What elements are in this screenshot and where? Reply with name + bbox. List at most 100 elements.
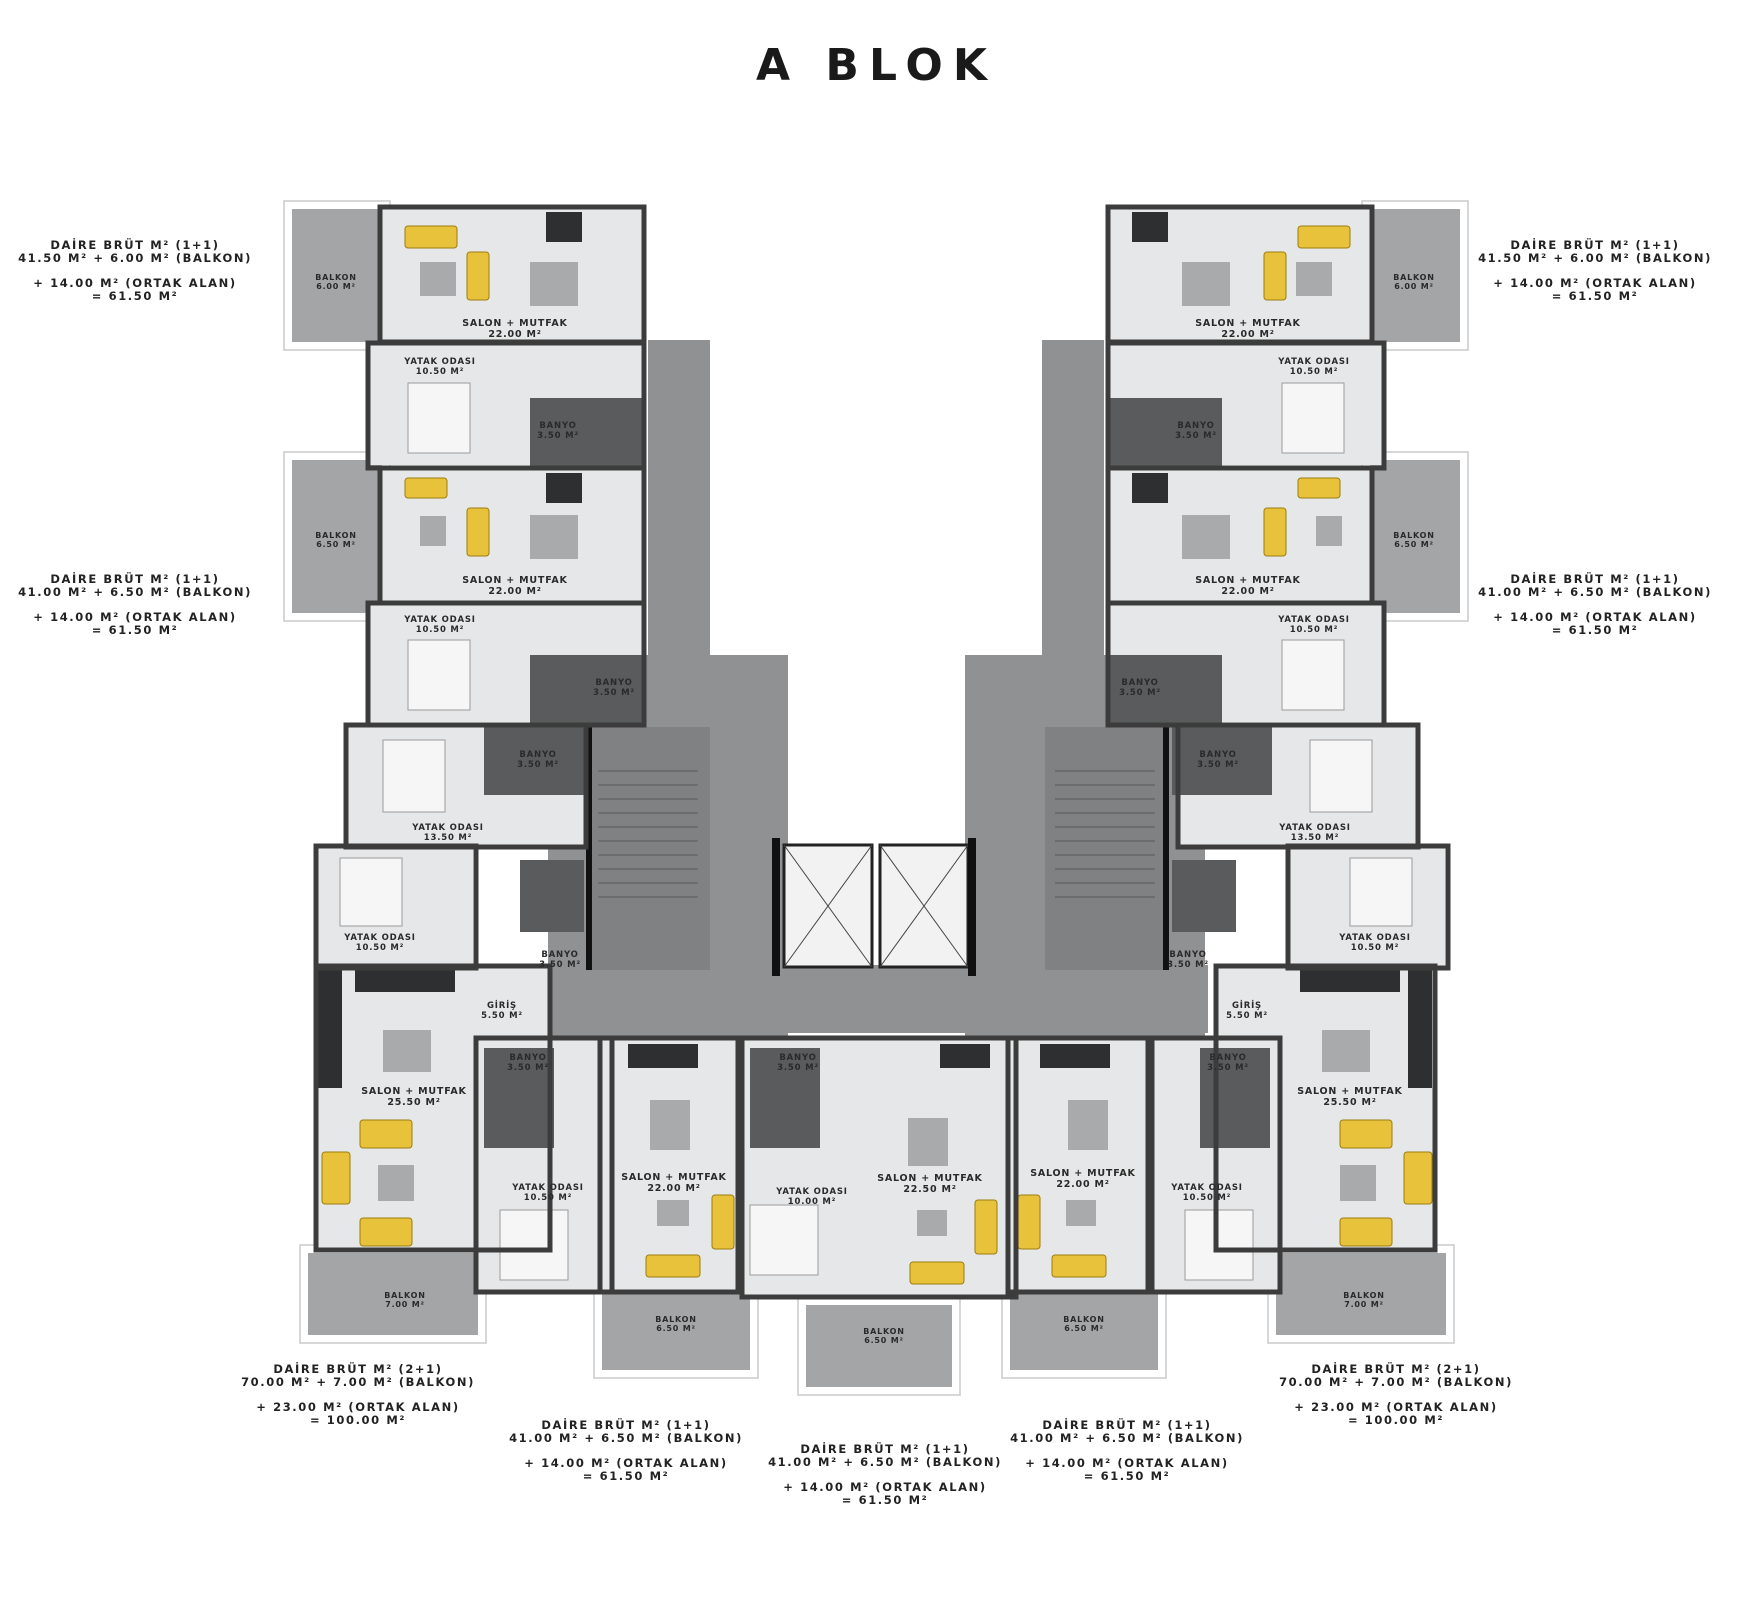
- unit-info-u6: DAİRE BRÜT M² (1+1) 41.00 M² + 6.50 M² (…: [476, 1419, 776, 1483]
- table: [1296, 262, 1332, 296]
- room-name: YATAK ODASI: [511, 1183, 583, 1193]
- sofa: [359, 1217, 413, 1247]
- kitchen-counter: [355, 968, 455, 992]
- room-area: 6.50 M²: [1064, 1324, 1104, 1333]
- room-name: BALKON: [1063, 1315, 1105, 1324]
- room-name: BANYO: [539, 421, 576, 431]
- stairwell: [1045, 727, 1167, 970]
- unit-area: 70.00 M² + 7.00 M² (BALKON): [241, 1375, 475, 1389]
- unit-common-area: + 14.00 M² (ORTAK ALAN): [783, 1480, 987, 1494]
- room-name: BANYO: [1169, 950, 1206, 960]
- bed: [499, 1209, 569, 1281]
- rooms: [318, 209, 1445, 1295]
- room-name: SALON + MUTFAK: [1195, 575, 1300, 586]
- sofa: [1263, 251, 1287, 301]
- sofa: [711, 1194, 735, 1250]
- bathroom-floor: [484, 1048, 554, 1148]
- stair-step: [1055, 896, 1155, 898]
- stair-step: [598, 854, 698, 856]
- room-name: BALKON: [315, 273, 357, 282]
- unit-common-area: + 14.00 M² (ORTAK ALAN): [33, 276, 237, 290]
- stairwell: [588, 727, 710, 970]
- kitchen-counter: [1132, 212, 1168, 242]
- bathroom-floor: [1110, 398, 1222, 468]
- unit-area: 41.00 M² + 6.50 M² (BALKON): [1478, 585, 1712, 599]
- room-name: BALKON: [1343, 1291, 1385, 1300]
- corridor-floor: [548, 965, 1208, 1033]
- stair-step: [598, 840, 698, 842]
- bathroom-floor: [530, 398, 642, 468]
- room-area: 10.50 M²: [1351, 943, 1399, 953]
- bed: [407, 639, 471, 711]
- room-area: 22.00 M²: [1056, 1179, 1109, 1190]
- room-name: YATAK ODASI: [1338, 933, 1410, 943]
- balcony-floor: [308, 1253, 478, 1335]
- stair-step: [1055, 784, 1155, 786]
- wall: [1145, 1035, 1283, 1295]
- bathroom-floor: [750, 1048, 820, 1148]
- stair-step: [1055, 868, 1155, 870]
- kitchen-counter: [940, 1044, 990, 1068]
- room-area: 3.50 M²: [1207, 1063, 1249, 1073]
- unit-total: = 100.00 M²: [309, 1413, 407, 1427]
- sofa: [404, 225, 458, 249]
- unit-info-u1: DAİRE BRÜT M² (1+1) 41.50 M² + 6.00 M² (…: [0, 239, 285, 303]
- unit-type: DAİRE BRÜT M² (1+1): [1510, 572, 1680, 586]
- elevator-cross: [879, 844, 969, 968]
- bed: [1184, 1209, 1254, 1281]
- stair-step: [1055, 826, 1155, 828]
- room-area: 10.50 M²: [1183, 1193, 1231, 1203]
- sofa: [1051, 1254, 1107, 1278]
- room-floor: [602, 1040, 736, 1290]
- unit-area: 41.00 M² + 6.50 M² (BALKON): [18, 585, 252, 599]
- room-area: 5.50 M²: [1226, 1011, 1268, 1021]
- room-area: 10.50 M²: [416, 367, 464, 377]
- elevator-cross: [783, 844, 873, 968]
- room-name: SALON + MUTFAK: [621, 1172, 726, 1183]
- room-name: YATAK ODASI: [403, 615, 475, 625]
- room-name: BALKON: [384, 1291, 426, 1300]
- unit-type: DAİRE BRÜT M² (1+1): [1042, 1418, 1212, 1432]
- room-area: 10.50 M²: [1290, 625, 1338, 635]
- unit-common-area: + 14.00 M² (ORTAK ALAN): [524, 1456, 728, 1470]
- stair-step: [1055, 882, 1155, 884]
- bathroom-floor: [520, 860, 584, 932]
- unit-total: = 61.50 M²: [91, 289, 179, 303]
- stair-step: [598, 882, 698, 884]
- balcony-floor: [806, 1305, 952, 1387]
- wall: [1213, 963, 1438, 1253]
- room-floor: [1010, 1040, 1150, 1290]
- room-area: 7.00 M²: [385, 1300, 425, 1309]
- room-area: 3.50 M²: [517, 760, 559, 770]
- table: [1068, 1100, 1108, 1150]
- table: [378, 1165, 414, 1201]
- room-name: BALKON: [863, 1327, 905, 1336]
- wall: [597, 1035, 741, 1295]
- bed: [382, 739, 446, 813]
- unit-area: 41.00 M² + 6.50 M² (BALKON): [509, 1431, 743, 1445]
- room-name: SALON + MUTFAK: [877, 1173, 982, 1184]
- bed: [1349, 857, 1413, 927]
- wall: [473, 1035, 615, 1295]
- room-name: YATAK ODASI: [1170, 1183, 1242, 1193]
- sofa: [1339, 1217, 1393, 1247]
- room-area: 7.00 M²: [1344, 1300, 1384, 1309]
- table: [650, 1100, 690, 1150]
- wall: [313, 963, 553, 1253]
- room-name: YATAK ODASI: [1277, 357, 1349, 367]
- room-name: BANYO: [1209, 1053, 1246, 1063]
- sofa: [1263, 507, 1287, 557]
